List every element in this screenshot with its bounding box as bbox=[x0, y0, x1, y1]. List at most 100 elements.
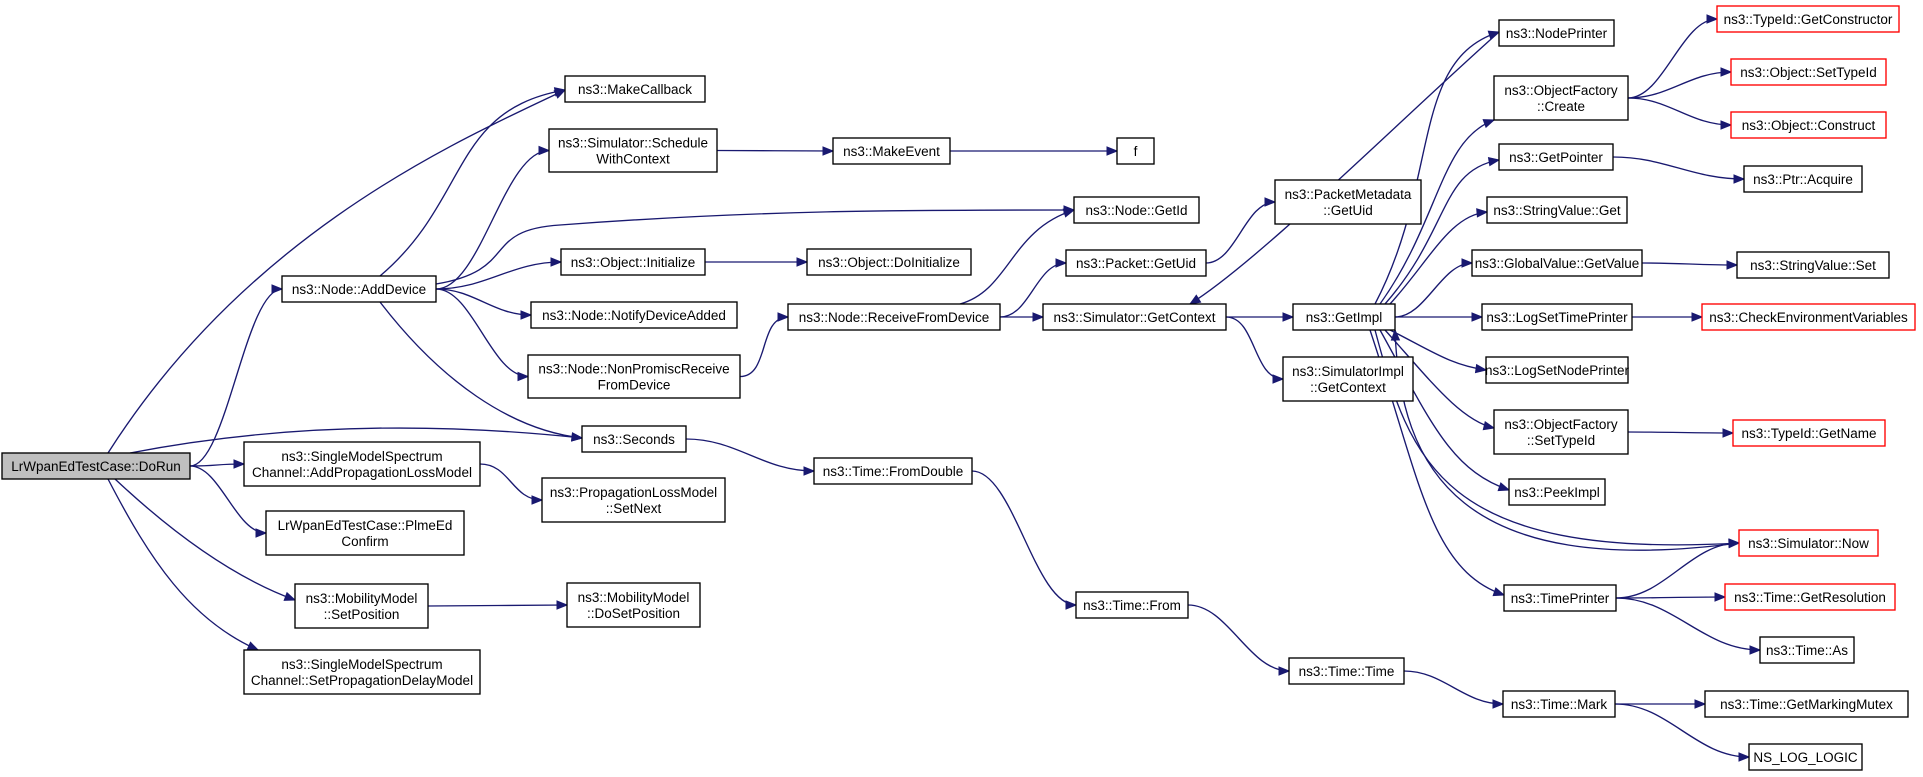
node-propSetNext[interactable]: ns3::PropagationLossModel::SetNext bbox=[541, 477, 726, 523]
node-typeIdGetConstructor[interactable]: ns3::TypeId::GetConstructor bbox=[1716, 5, 1900, 33]
node-timePrinter[interactable]: ns3::TimePrinter bbox=[1503, 584, 1617, 612]
node-simImplGetContext[interactable]: ns3::SimulatorImpl::GetContext bbox=[1282, 356, 1414, 402]
node-stringValueSet[interactable]: ns3::StringValue::Set bbox=[1736, 251, 1890, 279]
node-label: ns3::Time::As bbox=[1766, 643, 1848, 658]
node-seconds[interactable]: ns3::Seconds bbox=[581, 425, 687, 453]
node-logSetNodePrinter[interactable]: ns3::LogSetNodePrinter bbox=[1485, 356, 1630, 384]
node-addPropLoss[interactable]: ns3::SingleModelSpectrumChannel::AddProp… bbox=[243, 441, 481, 487]
edge-line bbox=[427, 604, 568, 607]
edge-getImpl-to-objFactoryCreate bbox=[1379, 119, 1496, 305]
edge-addDevice-to-nodeGetId bbox=[435, 205, 1076, 285]
node-mobDoSetPosition[interactable]: ns3::MobilityModel::DoSetPosition bbox=[566, 582, 701, 628]
node-globalValueGetValue[interactable]: ns3::GlobalValue::GetValue bbox=[1471, 249, 1643, 277]
edge-line bbox=[1627, 97, 1732, 126]
edge-line bbox=[435, 288, 529, 378]
node-label: ns3::LogSetTimePrinter bbox=[1486, 310, 1628, 325]
node-label: ns3::Node::NonPromiscReceive bbox=[538, 362, 729, 377]
edge-simGetContext-to-simImplGetContext bbox=[1225, 316, 1285, 384]
arrowhead bbox=[1726, 260, 1739, 270]
node-label: NS_LOG_LOGIC bbox=[1753, 750, 1858, 765]
node-label: ::SetPosition bbox=[324, 607, 400, 622]
node-packetMetadataGetUid[interactable]: ns3::PacketMetadata::GetUid bbox=[1274, 179, 1422, 225]
node-simGetContext[interactable]: ns3::Simulator::GetContext bbox=[1042, 303, 1227, 331]
node-objFactorySetTypeId[interactable]: ns3::ObjectFactory::SetTypeId bbox=[1493, 409, 1629, 455]
arrowhead bbox=[550, 257, 563, 267]
node-box bbox=[1508, 478, 1606, 506]
arrowhead bbox=[1282, 312, 1295, 322]
node-timeMark[interactable]: ns3::Time::Mark bbox=[1502, 690, 1616, 718]
node-label: ::DoSetPosition bbox=[587, 606, 680, 621]
arrowhead bbox=[531, 495, 544, 505]
node-logSetTimePrinter[interactable]: ns3::LogSetTimePrinter bbox=[1481, 303, 1633, 331]
edge-timePrinter-to-timeGetResolution bbox=[1615, 592, 1727, 602]
node-addDevice[interactable]: ns3::Node::AddDevice bbox=[281, 275, 437, 303]
arrowhead bbox=[1691, 312, 1704, 322]
edge-line bbox=[739, 316, 789, 378]
edge-line bbox=[435, 288, 532, 316]
node-nodeGetId[interactable]: ns3::Node::GetId bbox=[1073, 196, 1200, 224]
node-getPointer[interactable]: ns3::GetPointer bbox=[1498, 143, 1614, 171]
arrowhead bbox=[822, 146, 835, 156]
arrowhead bbox=[538, 145, 551, 156]
node-f[interactable]: f bbox=[1116, 137, 1155, 165]
node-root[interactable]: LrWpanEdTestCase::DoRun bbox=[1, 452, 191, 480]
node-nsLogLogic[interactable]: NS_LOG_LOGIC bbox=[1748, 743, 1863, 771]
node-packetGetUid[interactable]: ns3::Packet::GetUid bbox=[1065, 249, 1207, 277]
arrowhead bbox=[777, 312, 790, 322]
edge-line bbox=[379, 301, 583, 439]
node-box bbox=[1042, 303, 1227, 331]
edge-root-to-setPropDelay bbox=[107, 478, 260, 651]
node-timeGetResolution[interactable]: ns3::Time::GetResolution bbox=[1724, 583, 1896, 611]
node-label: ns3::PropagationLossModel bbox=[550, 485, 717, 500]
edge-globalValueGetValue-to-stringValueSet bbox=[1641, 260, 1739, 270]
edge-line bbox=[1384, 159, 1500, 305]
arrowhead bbox=[1272, 374, 1285, 384]
node-box bbox=[1498, 143, 1614, 171]
edge-addDevice-to-objInitialize bbox=[435, 257, 563, 290]
node-makeCallback[interactable]: ns3::MakeCallback bbox=[564, 75, 706, 103]
arrowhead bbox=[1492, 699, 1505, 709]
node-typeIdGetName[interactable]: ns3::TypeId::GetName bbox=[1732, 419, 1886, 447]
edge-objFactoryCreate-to-objSetTypeId bbox=[1627, 67, 1733, 99]
node-nodePrinter[interactable]: ns3::NodePrinter bbox=[1498, 19, 1615, 47]
node-receiveFromDevice[interactable]: ns3::Node::ReceiveFromDevice bbox=[787, 303, 1001, 331]
node-label: ns3::LogSetNodePrinter bbox=[1485, 363, 1630, 378]
node-objInitialize[interactable]: ns3::Object::Initialize bbox=[560, 248, 706, 276]
node-label: WithContext bbox=[596, 152, 670, 167]
node-label: ns3::SingleModelSpectrum bbox=[281, 449, 442, 464]
node-label: ns3::StringValue::Set bbox=[1750, 258, 1876, 273]
node-peekImpl[interactable]: ns3::PeekImpl bbox=[1508, 478, 1606, 506]
node-getImpl[interactable]: ns3::GetImpl bbox=[1292, 303, 1396, 331]
node-timeFromDouble[interactable]: ns3::Time::FromDouble bbox=[813, 457, 973, 485]
node-label: ns3::PacketMetadata bbox=[1285, 187, 1412, 202]
node-objSetTypeId[interactable]: ns3::Object::SetTypeId bbox=[1730, 58, 1887, 86]
node-timeFrom[interactable]: ns3::Time::From bbox=[1075, 591, 1189, 619]
node-setPropDelay[interactable]: ns3::SingleModelSpectrumChannel::SetProp… bbox=[243, 649, 481, 695]
node-label: ns3::Node::ReceiveFromDevice bbox=[799, 310, 990, 325]
edge-line bbox=[959, 209, 1075, 305]
node-box bbox=[1503, 584, 1617, 612]
node-timeAs[interactable]: ns3::Time::As bbox=[1759, 636, 1855, 664]
arrowhead bbox=[1720, 120, 1733, 130]
node-makeEvent[interactable]: ns3::MakeEvent bbox=[832, 137, 951, 165]
node-objDoInitialize[interactable]: ns3::Object::DoInitialize bbox=[806, 248, 972, 276]
node-label: ns3::MakeCallback bbox=[578, 82, 692, 97]
node-timeTime[interactable]: ns3::Time::Time bbox=[1288, 657, 1405, 685]
node-getMarkingMutex[interactable]: ns3::Time::GetMarkingMutex bbox=[1704, 690, 1909, 718]
node-stringValueGet[interactable]: ns3::StringValue::Get bbox=[1486, 196, 1628, 224]
node-objConstruct[interactable]: ns3::Object::Construct bbox=[1730, 111, 1887, 139]
edge-timeTime-to-timeMark bbox=[1403, 670, 1505, 709]
node-notifyDeviceAdded[interactable]: ns3::Node::NotifyDeviceAdded bbox=[530, 301, 738, 329]
node-objFactoryCreate[interactable]: ns3::ObjectFactory::Create bbox=[1493, 75, 1629, 121]
node-label: ns3::PeekImpl bbox=[1514, 485, 1600, 500]
node-label: ns3::Simulator::Now bbox=[1748, 536, 1869, 551]
node-ptrAcquire[interactable]: ns3::Ptr::Acquire bbox=[1743, 165, 1863, 193]
node-checkEnvVars[interactable]: ns3::CheckEnvironmentVariables bbox=[1701, 303, 1916, 331]
node-simulatorNow[interactable]: ns3::Simulator::Now bbox=[1738, 529, 1879, 557]
arrowhead bbox=[571, 432, 584, 442]
node-mobSetPosition[interactable]: ns3::MobilityModel::SetPosition bbox=[294, 583, 429, 629]
edge-line bbox=[379, 89, 566, 277]
